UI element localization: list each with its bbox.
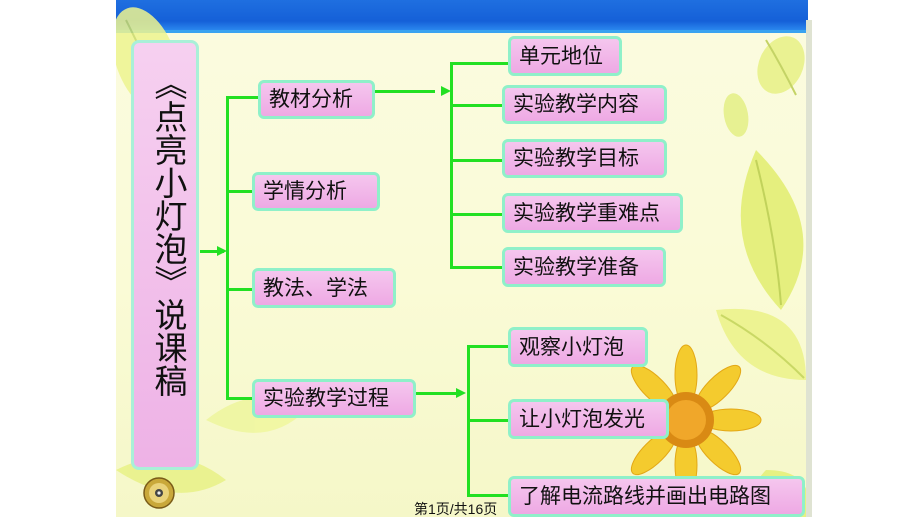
leaf-connector	[467, 345, 509, 348]
title-connector	[200, 250, 224, 253]
title-box: 《点亮小灯泡》说课稿	[131, 40, 199, 470]
leaf-label: 实验教学重难点	[513, 200, 660, 225]
branch-label: 教材分析	[269, 87, 353, 111]
cd-disc-icon	[143, 477, 175, 509]
branch-connector	[226, 96, 258, 99]
leaf-connector	[467, 419, 509, 422]
leaf-decoration	[716, 308, 806, 380]
leaf-box: 实验教学内容	[502, 85, 667, 124]
branch-label: 学情分析	[263, 179, 347, 203]
arrow-icon	[456, 388, 466, 398]
subtree-connector	[416, 392, 458, 395]
branch-label: 实验教学过程	[263, 386, 389, 410]
leaf-box: 了解电流路线并画出电路图	[508, 476, 805, 517]
leaf-box: 单元地位	[508, 36, 622, 76]
leaf-label: 观察小灯泡	[519, 334, 624, 359]
branch-connector	[226, 288, 252, 291]
leaf-decoration	[740, 150, 804, 310]
leaf-box: 实验教学重难点	[502, 193, 683, 233]
main-trunk	[226, 96, 229, 400]
slide-edge	[806, 20, 812, 517]
branch-box: 实验教学过程	[252, 379, 416, 418]
leaf-label: 让小灯泡发光	[519, 406, 645, 431]
leaf-label: 实验教学准备	[513, 254, 639, 279]
leaf-label: 了解电流路线并画出电路图	[519, 484, 771, 508]
leaf-label: 单元地位	[519, 43, 603, 68]
leaf-box: 实验教学准备	[502, 247, 666, 287]
branch-box: 教材分析	[258, 80, 375, 119]
leaf-box: 实验教学目标	[502, 139, 667, 178]
slide: 《点亮小灯泡》说课稿 教材分析 学情分析 教法、学法 实验教学过程 单元地位 实…	[116, 0, 808, 517]
branch-connector	[226, 190, 252, 193]
leaf-connector	[450, 104, 502, 107]
branch-label: 教法、学法	[263, 275, 368, 300]
leaf-decoration	[723, 36, 805, 137]
leaf-connector	[450, 213, 502, 216]
leaf-connector	[450, 266, 502, 269]
branch-box: 教法、学法	[252, 268, 396, 308]
leaf-label: 实验教学目标	[513, 146, 639, 170]
leaf-label: 实验教学内容	[513, 92, 639, 116]
page-indicator: 第1页/共16页	[414, 501, 498, 517]
outer-margin	[808, 0, 920, 517]
leaf-box: 让小灯泡发光	[508, 399, 669, 439]
leaf-connector	[450, 159, 502, 162]
arrow-icon	[441, 86, 451, 96]
leaf-connector	[450, 62, 508, 65]
subtree-connector	[375, 90, 435, 93]
sub-trunk	[450, 62, 453, 269]
arrow-icon	[217, 246, 227, 256]
top-banner-line	[116, 30, 808, 33]
top-banner	[116, 0, 808, 30]
leaf-box: 观察小灯泡	[508, 327, 648, 367]
branch-box: 学情分析	[252, 172, 380, 211]
background-decoration	[116, 7, 808, 517]
branch-connector	[226, 397, 252, 400]
slide-title: 《点亮小灯泡》说课稿	[149, 67, 188, 397]
leaf-connector	[467, 494, 509, 497]
